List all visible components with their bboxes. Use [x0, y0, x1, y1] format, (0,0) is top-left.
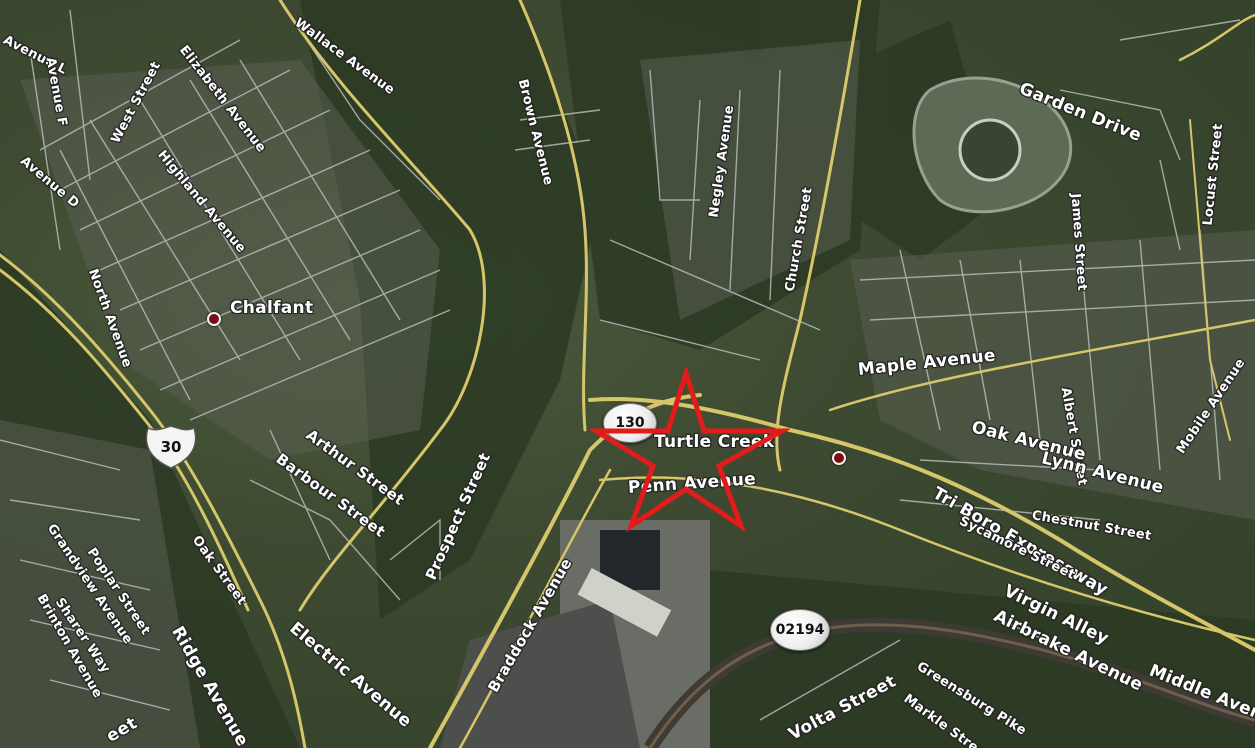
zip-shield: 02194 [770, 609, 830, 651]
us-route-number: 30 [160, 438, 182, 456]
residential-areas [0, 40, 1255, 748]
star-outline-icon [590, 368, 790, 533]
place-label-chalfant: Chalfant [230, 298, 314, 318]
us-route-shield: 30 [144, 425, 198, 469]
rail-line [644, 617, 1255, 748]
us-shield-icon [145, 425, 197, 469]
pa-route-number: 130 [615, 415, 645, 431]
reservoir-area [912, 76, 1073, 214]
chalfant-poi-dot [207, 312, 221, 326]
pa-route-shield: 130 [603, 403, 657, 443]
turtle-creek-poi-dot [832, 451, 846, 465]
industrial-area [440, 520, 710, 748]
place-label-turtle-creek: Turtle Creek [654, 432, 775, 452]
zip-code: 02194 [775, 622, 825, 638]
